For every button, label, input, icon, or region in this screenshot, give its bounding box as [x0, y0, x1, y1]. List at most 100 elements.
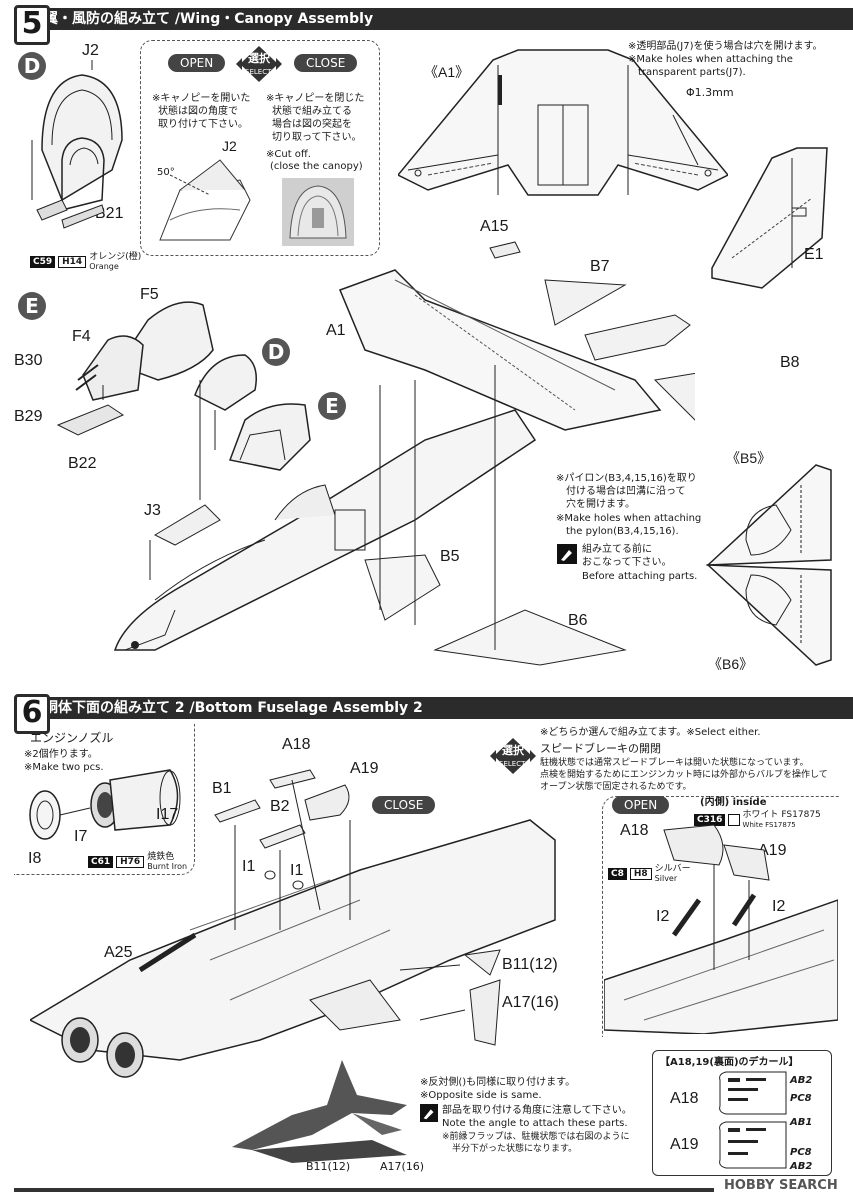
part-a1-label: A1	[326, 322, 346, 339]
canopy-open-note-2: 状態は図の角度で	[158, 106, 238, 117]
part-b2-label: B2	[270, 798, 290, 815]
opposite-note-jp: ※反対側()も同様に取り付けます。	[420, 1077, 576, 1088]
opposite-note-en: ※Opposite side is same.	[420, 1090, 542, 1101]
part-i2b-label: I2	[772, 898, 786, 915]
part-f4-label: F4	[72, 328, 91, 345]
watermark-text: HOBBY SEARCH	[724, 1178, 838, 1193]
flap-note-1: ※前縁フラップは、駐機状態では右図のように	[442, 1132, 630, 1142]
paint-burnt-name-jp: 焼鉄色	[147, 852, 175, 862]
decal-panels-drawing	[719, 1071, 787, 1169]
part-i8-label: I8	[28, 850, 42, 867]
bottom-rule	[14, 1188, 714, 1192]
aircraft-top-assembly-drawing	[113, 241, 695, 666]
canopy-select-box	[140, 40, 380, 256]
decal-ab2b-label: AB2	[790, 1161, 813, 1172]
pylon-b5-b6-views-drawing	[706, 464, 832, 666]
aircraft-bottom-assembly-drawing	[30, 769, 556, 1078]
canopy-close-note-4: 切り取って下さい。	[272, 132, 362, 143]
paint-white-name-en: White FS17875	[742, 821, 796, 829]
step5-header: 翼・風防の組み立て /Wing・Canopy Assembly	[14, 8, 853, 30]
speedbrake-open-box	[602, 796, 839, 1037]
part-i7-label: I7	[74, 828, 88, 845]
part-j2-label: J2	[82, 42, 99, 59]
angle-note-en: Note the angle to attach these parts.	[442, 1118, 628, 1129]
pylon-note-5: the pylon(B3,4,15,16).	[566, 526, 679, 537]
flap-note-2: 半分下がった状態になります。	[452, 1144, 578, 1154]
paint-white-code1: C316	[694, 814, 726, 826]
paint-silver-chip: C8 H8 シルバー Silver	[608, 864, 691, 884]
pylon-note-3: 穴を開けます。	[566, 499, 635, 510]
glue-brush-icon-2	[420, 1104, 438, 1122]
subassembly-e-badge-2: E	[318, 392, 346, 420]
part-i1a-label: I1	[242, 858, 256, 875]
canopy-j2-label: J2	[222, 138, 237, 154]
part-b6-label: B6	[568, 612, 588, 629]
pylon-note-2: 付ける場合は凹溝に沿って	[566, 486, 686, 497]
paint-inside-label: (内側) inside	[700, 797, 767, 808]
view-b5-label: 《B5》	[726, 450, 772, 466]
paint-burnt-iron-chip: C61 H76 焼鉄色 Burnt Iron	[88, 852, 187, 872]
speedbrake-select-en: SELECT	[499, 760, 526, 768]
part-a15-label: A15	[480, 218, 509, 235]
speedbrake-open-drawing	[604, 824, 838, 1034]
paint-silver-name-jp: シルバー	[654, 864, 691, 874]
canopy-d-placed-drawing	[194, 354, 311, 471]
paint-silver-name-en: Silver	[654, 874, 678, 883]
pylon-note-1: ※パイロン(B3,4,15,16)を取り	[556, 473, 697, 484]
nozzle-box	[14, 724, 195, 875]
paint-burnt-code1: C61	[88, 856, 114, 868]
select-badge-icon	[236, 46, 282, 82]
decal-ab1-label: AB1	[790, 1117, 813, 1128]
part-a18-open-label: A18	[620, 822, 649, 839]
paint-orange-chip: C59 H14 オレンジ(橙) Orange	[30, 252, 141, 272]
canopy-select-en: SELECT	[245, 68, 272, 76]
part-j3-label: J3	[144, 502, 161, 519]
paint-white-name-jp: ホワイト FS17875	[742, 810, 821, 820]
part-b30-label: B30	[14, 352, 43, 369]
canopy-angle-label: 50°	[157, 167, 175, 178]
j7-note-1: ※透明部品(J7)を使う場合は穴を開けます。	[628, 41, 823, 52]
engine-nozzle-drawing	[29, 769, 181, 840]
decal-box	[652, 1050, 832, 1176]
part-b8-label: B8	[780, 354, 800, 371]
subassembly-d-badge: D	[18, 52, 46, 80]
part-b5-label: B5	[440, 548, 460, 565]
step5-title: 翼・風防の組み立て /Wing・Canopy Assembly	[44, 11, 374, 27]
decal-pc8-label: PC8	[790, 1093, 812, 1104]
before-note-1: 組み立てる前に	[582, 544, 652, 555]
canopy-open-note-3: 取り付けて下さい。	[158, 119, 248, 130]
paint-burnt-name-en: Burnt Iron	[147, 862, 188, 871]
paint-silver-code1: C8	[608, 868, 627, 880]
canopy-open-label: OPEN	[168, 54, 226, 72]
b11-small-label: B11(12)	[306, 1160, 351, 1173]
part-i1b-label: I1	[290, 862, 304, 879]
step6-header: 胴体下面の組み立て 2 /Bottom Fuselage Assembly 2	[14, 697, 853, 719]
aircraft-photo	[232, 1060, 407, 1163]
canopy-cutoff-1: ※Cut off.	[266, 149, 311, 160]
before-note-3: Before attaching parts.	[582, 571, 698, 582]
part-f5-label: F5	[140, 286, 159, 303]
canopy-close-note-2: 状態で組み立てる	[272, 106, 352, 117]
decal-a18-label: A18	[670, 1090, 699, 1107]
speedbrake-title: スピードブレーキの開閉	[540, 742, 661, 755]
part-b22-label: B22	[68, 455, 97, 472]
canopy-cutoff-2: (close the canopy)	[270, 161, 363, 172]
speedbrake-select-jp: 選択	[502, 744, 524, 757]
j7-note-3: transparent parts(J7).	[638, 67, 746, 78]
subassembly-d-badge-2: D	[262, 338, 290, 366]
speedbrake-close-label: CLOSE	[372, 796, 436, 814]
part-b1-label: B1	[212, 780, 232, 797]
hole-size-label: Φ1.3mm	[686, 86, 734, 99]
speedbrake-open-label: OPEN	[612, 796, 670, 814]
paint-silver-code2: H8	[629, 868, 652, 880]
part-a19-label: A19	[350, 760, 379, 777]
a17-small-label: A17(16)	[380, 1160, 425, 1173]
canopy-close-label: CLOSE	[294, 54, 358, 72]
select-badge-icon-2	[490, 738, 536, 774]
speedbrake-note-2: 点検を開始するためにエンジンカット時には外部からバルブを操作して	[540, 770, 828, 780]
part-a17-label: A17(16)	[502, 994, 559, 1011]
part-i17-label: I17	[156, 806, 179, 823]
canopy-close-note-3: 場合は図の突起を	[272, 119, 352, 130]
paint-burnt-code2: H76	[116, 856, 145, 868]
watermark: HOBBY SEARCH	[724, 1178, 838, 1193]
